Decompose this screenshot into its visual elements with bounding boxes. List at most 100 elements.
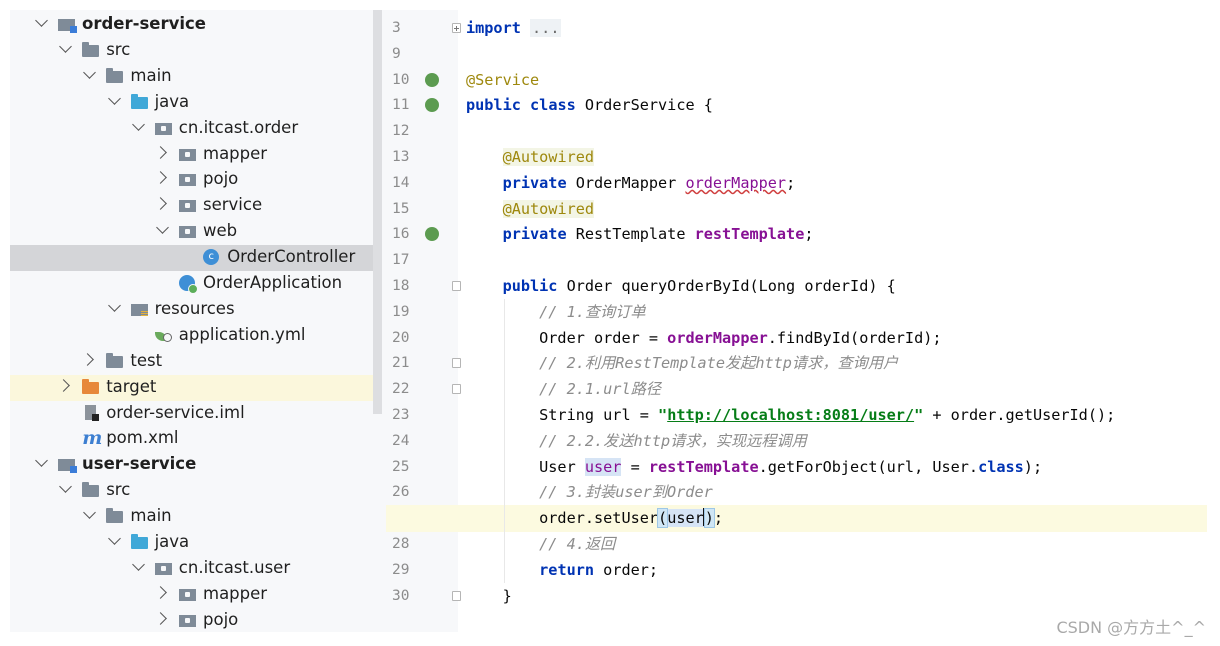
chevron-down-icon[interactable] bbox=[59, 40, 73, 53]
tree-item[interactable]: target bbox=[10, 374, 382, 401]
maven-icon: m bbox=[82, 427, 103, 450]
chevron-right-icon[interactable] bbox=[154, 197, 167, 211]
code-line[interactable]: // 4.返回 bbox=[466, 531, 1207, 558]
tree-item[interactable]: java bbox=[10, 90, 382, 116]
code-token: public bbox=[466, 96, 521, 115]
code-token: class bbox=[530, 96, 576, 115]
code-line[interactable]: return order; bbox=[466, 557, 1207, 584]
code-line[interactable]: public class OrderService { bbox=[466, 92, 1207, 119]
tree-item[interactable]: pojo bbox=[10, 608, 382, 632]
code-editor[interactable]: 3910111213141516171819202122232425262728… bbox=[386, 10, 1207, 632]
chevron-right-icon[interactable] bbox=[57, 378, 71, 392]
spring-bean-icon[interactable] bbox=[425, 227, 439, 242]
tree-item[interactable]: cn.itcast.user bbox=[10, 556, 382, 582]
code-line[interactable]: User user = restTemplate.getForObject(ur… bbox=[466, 454, 1207, 481]
tree-item-label: target bbox=[106, 376, 157, 396]
chevron-down-icon[interactable] bbox=[156, 221, 169, 235]
tree-item[interactable]: user-service bbox=[10, 452, 382, 478]
tree-item[interactable]: cn.itcast.order bbox=[10, 116, 382, 142]
excluded-folder-icon bbox=[82, 378, 100, 395]
code-line[interactable]: order.setUser(user); bbox=[386, 505, 1207, 533]
tree-item[interactable]: order-service bbox=[10, 12, 382, 38]
code-line[interactable] bbox=[466, 118, 1207, 145]
chevron-right-icon[interactable] bbox=[154, 611, 167, 625]
package-icon bbox=[179, 147, 197, 162]
tree-item[interactable]: java bbox=[10, 530, 382, 556]
tree-item-label: java bbox=[154, 91, 190, 111]
code-line[interactable]: private RestTemplate restTemplate; bbox=[466, 221, 1207, 248]
code-line[interactable]: Order order = orderMapper.findById(order… bbox=[466, 325, 1207, 352]
text-caret bbox=[702, 508, 705, 527]
code-line[interactable]: } bbox=[466, 583, 1207, 610]
folder-icon bbox=[106, 508, 124, 524]
chevron-down-icon[interactable] bbox=[83, 65, 97, 79]
tree-item[interactable]: OrderApplication bbox=[10, 271, 382, 297]
tree-item[interactable]: main bbox=[10, 504, 382, 530]
tree-item[interactable]: src bbox=[10, 38, 382, 64]
chevron-right-icon[interactable] bbox=[154, 585, 167, 599]
fold-marker-icon[interactable] bbox=[452, 384, 461, 395]
code-token: ) bbox=[703, 508, 715, 529]
spring-bean-icon[interactable] bbox=[425, 98, 439, 113]
fold-expand-icon[interactable] bbox=[452, 23, 461, 33]
chevron-down-icon[interactable] bbox=[59, 480, 73, 494]
tree-item[interactable]: mapper bbox=[10, 142, 382, 168]
code-line[interactable]: import ... bbox=[466, 15, 1207, 42]
tree-item[interactable]: mapper bbox=[10, 582, 382, 608]
tree-item[interactable]: test bbox=[10, 349, 382, 375]
tree-item[interactable]: application.yml bbox=[10, 323, 382, 349]
code-token: orderMapper bbox=[667, 328, 768, 347]
line-number: 25 bbox=[392, 458, 410, 475]
tree-item-label: mapper bbox=[203, 583, 268, 603]
tree-item[interactable]: order-service.iml bbox=[10, 401, 382, 427]
code-line[interactable] bbox=[466, 41, 1207, 68]
chevron-down-icon[interactable] bbox=[83, 506, 97, 519]
spring-bean-icon[interactable] bbox=[425, 72, 439, 87]
code-line[interactable]: @Autowired bbox=[466, 196, 1207, 223]
code-line[interactable]: // 1.查询订单 bbox=[466, 299, 1207, 326]
code-line[interactable]: @Autowired bbox=[466, 144, 1207, 171]
resources-folder-icon bbox=[130, 302, 149, 317]
code-token bbox=[466, 380, 539, 398]
code-token: order; bbox=[594, 560, 659, 579]
code-token bbox=[466, 303, 539, 321]
code-line[interactable]: // 2.1.url路径 bbox=[466, 376, 1207, 403]
tree-item-label: src bbox=[106, 39, 131, 59]
chevron-down-icon[interactable] bbox=[107, 299, 121, 312]
code-line[interactable]: // 2.2.发送http请求，实现远程调用 bbox=[466, 428, 1207, 455]
project-tree-scrollbar[interactable] bbox=[373, 10, 382, 414]
code-line[interactable]: // 2.利用RestTemplate发起http请求，查询用户 bbox=[466, 350, 1207, 377]
chevron-down-icon[interactable] bbox=[107, 91, 121, 105]
chevron-down-icon[interactable] bbox=[131, 558, 145, 571]
chevron-down-icon[interactable] bbox=[35, 14, 48, 27]
code-line[interactable]: private OrderMapper orderMapper; bbox=[466, 170, 1207, 197]
folder-icon bbox=[106, 352, 124, 369]
code-line[interactable]: String url = "http://localhost:8081/user… bbox=[466, 402, 1207, 429]
code-line[interactable]: public Order queryOrderById(Long orderId… bbox=[466, 273, 1207, 300]
code-line[interactable] bbox=[466, 247, 1207, 274]
chevron-right-icon[interactable] bbox=[81, 352, 95, 366]
code-line[interactable]: @Service bbox=[466, 67, 1207, 94]
chevron-right-icon[interactable] bbox=[154, 171, 167, 185]
chevron-down-icon[interactable] bbox=[35, 454, 48, 468]
tree-item-label: pom.xml bbox=[106, 428, 179, 448]
fold-marker-icon[interactable] bbox=[452, 590, 461, 601]
tree-item[interactable]: pojo bbox=[10, 167, 382, 193]
line-number: 10 bbox=[392, 71, 410, 88]
fold-marker-icon[interactable] bbox=[452, 281, 461, 291]
chevron-right-icon[interactable] bbox=[154, 145, 167, 159]
tree-item[interactable]: web bbox=[10, 219, 382, 245]
tree-item[interactable]: main bbox=[10, 64, 382, 90]
tree-item[interactable]: resources bbox=[10, 297, 382, 323]
code-line[interactable]: // 3.封装user到Order bbox=[466, 479, 1207, 506]
chevron-down-icon[interactable] bbox=[107, 532, 121, 545]
tree-item[interactable]: src bbox=[10, 478, 382, 504]
tree-item-label: test bbox=[130, 350, 163, 370]
chevron-down-icon[interactable] bbox=[131, 117, 145, 131]
tree-item[interactable]: service bbox=[10, 193, 382, 219]
fold-marker-icon[interactable] bbox=[452, 358, 461, 369]
